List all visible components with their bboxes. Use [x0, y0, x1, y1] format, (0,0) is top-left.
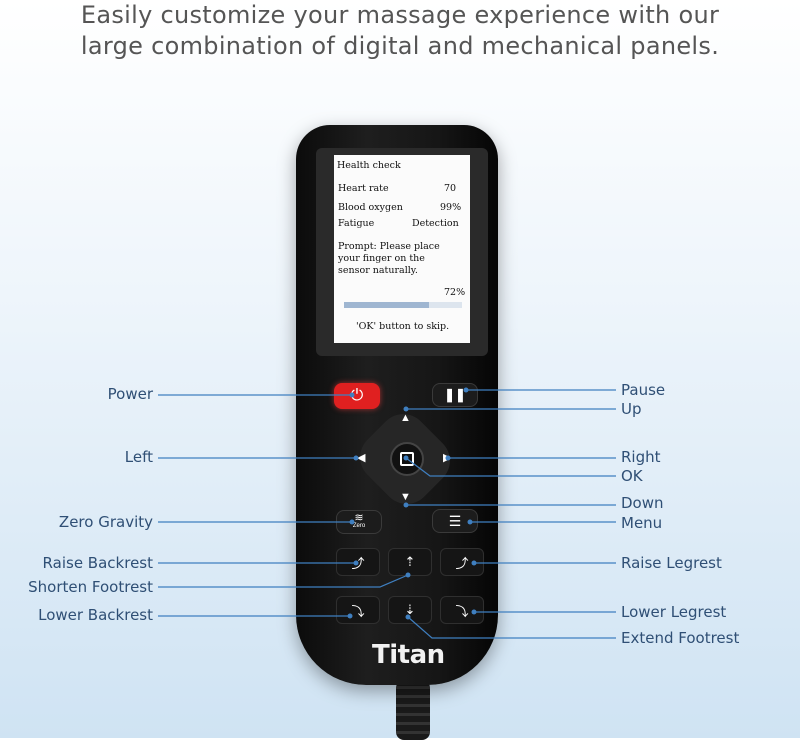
label-lower-backrest: Lower Backrest — [38, 606, 153, 624]
zero-gravity-icon: ≋ — [354, 512, 364, 524]
remote-cable — [396, 680, 430, 740]
label-shorten-footrest: Shorten Footrest — [28, 578, 153, 596]
label-left: Left — [124, 448, 153, 466]
label-menu: Menu — [621, 514, 663, 532]
progress-fill — [344, 302, 429, 308]
shorten-footrest-button[interactable]: ⇡ — [388, 548, 432, 576]
raise-legrest-button[interactable]: ⤴ — [440, 548, 484, 576]
label-zero-gravity: Zero Gravity — [58, 513, 153, 531]
zero-button-text: Zero — [352, 523, 366, 529]
label-lower-legrest: Lower Legrest — [621, 603, 727, 621]
lower-legrest-button[interactable]: ⤵ — [440, 596, 484, 624]
ok-button[interactable] — [390, 442, 424, 476]
left-arrow-icon[interactable]: ◀ — [357, 452, 366, 464]
row-label: Heart rate — [338, 183, 389, 194]
prompt-line: Prompt: Please place — [338, 241, 440, 252]
down-arrow-icon[interactable]: ▼ — [400, 491, 411, 503]
label-right: Right — [621, 448, 661, 466]
label-power: Power — [107, 385, 153, 403]
row-label: Blood oxygen — [338, 202, 403, 213]
label-pause: Pause — [621, 381, 666, 399]
titan-logo: Titan — [372, 640, 445, 670]
progress-bar — [344, 302, 462, 308]
extend-footrest-button[interactable]: ⇣ — [388, 596, 432, 624]
power-button[interactable]: ⏻ — [334, 383, 380, 409]
prompt-line: your finger on the — [338, 253, 425, 264]
row-value: 99% — [440, 202, 462, 213]
progress-text: 72% — [444, 287, 466, 298]
ok-square-icon — [400, 452, 414, 466]
screen-title: Health check — [337, 160, 401, 171]
pause-button[interactable]: ❚❚ — [432, 383, 478, 407]
recline-down-icon: ⤵ — [351, 603, 365, 619]
row-value: 70 — [444, 183, 457, 194]
row-label: Fatigue — [338, 218, 375, 229]
row-value: Detection — [412, 218, 459, 229]
zero-gravity-button[interactable]: ≋ Zero — [336, 510, 382, 534]
pause-icon: ❚❚ — [444, 387, 466, 402]
prompt-line: sensor naturally. — [338, 265, 418, 276]
lcd-screen: Health check Heart rate 70 Blood oxygen … — [334, 155, 470, 343]
headline-line-1: Easily customize your massage experience… — [80, 1, 720, 29]
label-ok: OK — [621, 467, 643, 485]
menu-button[interactable]: ☰ — [432, 509, 478, 533]
headline: Easily customize your massage experience… — [0, 0, 800, 62]
menu-list-icon: ☰ — [448, 512, 462, 529]
raise-backrest-button[interactable]: ⤴ — [336, 548, 380, 576]
recline-up-icon: ⤴ — [351, 555, 365, 571]
headline-line-2: large combination of digital and mechani… — [80, 32, 720, 60]
foot-down-icon: ⇣ — [404, 602, 416, 617]
legrest-down-icon: ⤵ — [455, 603, 469, 619]
power-icon: ⏻ — [350, 387, 364, 404]
skip-hint: 'OK' button to skip. — [356, 321, 450, 332]
label-up: Up — [621, 400, 642, 418]
label-down: Down — [621, 494, 664, 512]
label-raise-backrest: Raise Backrest — [42, 554, 153, 572]
right-arrow-icon[interactable]: ▶ — [443, 452, 452, 464]
label-raise-legrest: Raise Legrest — [621, 554, 722, 572]
label-extend-footrest: Extend Footrest — [621, 629, 740, 647]
up-arrow-icon[interactable]: ▲ — [400, 412, 411, 424]
lower-backrest-button[interactable]: ⤵ — [336, 596, 380, 624]
foot-up-icon: ⇡ — [404, 554, 416, 569]
legrest-up-icon: ⤴ — [455, 555, 469, 571]
